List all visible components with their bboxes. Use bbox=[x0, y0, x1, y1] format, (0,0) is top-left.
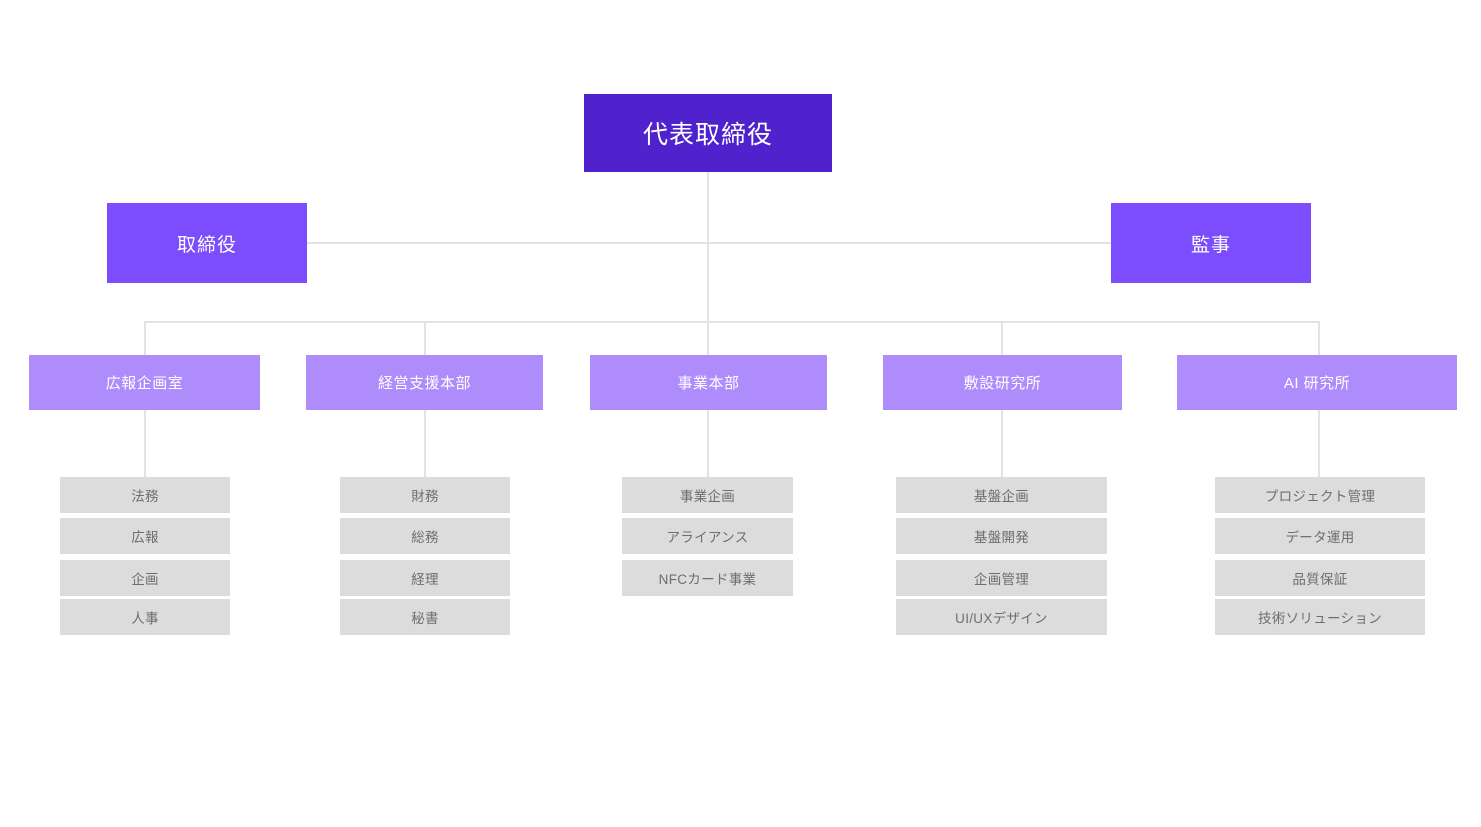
connector-dept-drop-1 bbox=[144, 321, 146, 355]
connector-sub-drop-3 bbox=[707, 409, 709, 478]
node-subunit-5-3[interactable]: 品質保証 bbox=[1215, 560, 1425, 596]
connector-dept-drop-5 bbox=[1318, 321, 1320, 355]
node-subunit-5-4[interactable]: 技術ソリューション bbox=[1215, 599, 1425, 635]
node-subunit-4-2[interactable]: 基盤開発 bbox=[896, 518, 1107, 554]
node-executive-auditor[interactable]: 監事 bbox=[1111, 203, 1311, 283]
node-subunit-4-1[interactable]: 基盤企画 bbox=[896, 477, 1107, 513]
node-subunit-2-3[interactable]: 経理 bbox=[340, 560, 510, 596]
connector-dept-drop-3 bbox=[707, 321, 709, 355]
connector-sub-drop-1 bbox=[144, 409, 146, 478]
node-department-4[interactable]: 敷設研究所 bbox=[883, 355, 1122, 410]
node-subunit-5-2[interactable]: データ運用 bbox=[1215, 518, 1425, 554]
connector-dept-bus bbox=[144, 321, 1320, 323]
connector-dept-drop-4 bbox=[1001, 321, 1003, 355]
connector-dept-drop-2 bbox=[424, 321, 426, 355]
connector-sub-drop-5 bbox=[1318, 409, 1320, 478]
node-subunit-3-2[interactable]: アライアンス bbox=[622, 518, 793, 554]
node-ceo[interactable]: 代表取締役 bbox=[584, 94, 832, 172]
node-department-2[interactable]: 経営支援本部 bbox=[306, 355, 543, 410]
node-subunit-3-1[interactable]: 事業企画 bbox=[622, 477, 793, 513]
connector-root-vertical bbox=[707, 172, 709, 322]
node-department-1[interactable]: 広報企画室 bbox=[29, 355, 260, 410]
connector-exec-bus bbox=[307, 242, 1111, 244]
node-subunit-4-3[interactable]: 企画管理 bbox=[896, 560, 1107, 596]
node-subunit-4-4[interactable]: UI/UXデザイン bbox=[896, 599, 1107, 635]
node-subunit-5-1[interactable]: プロジェクト管理 bbox=[1215, 477, 1425, 513]
node-subunit-1-4[interactable]: 人事 bbox=[60, 599, 230, 635]
node-executive-director[interactable]: 取締役 bbox=[107, 203, 307, 283]
node-subunit-1-3[interactable]: 企画 bbox=[60, 560, 230, 596]
node-subunit-1-1[interactable]: 法務 bbox=[60, 477, 230, 513]
node-subunit-2-4[interactable]: 秘書 bbox=[340, 599, 510, 635]
node-subunit-2-1[interactable]: 財務 bbox=[340, 477, 510, 513]
node-department-5[interactable]: AI 研究所 bbox=[1177, 355, 1457, 410]
node-department-3[interactable]: 事業本部 bbox=[590, 355, 827, 410]
node-subunit-2-2[interactable]: 総務 bbox=[340, 518, 510, 554]
connector-sub-drop-4 bbox=[1001, 409, 1003, 478]
node-subunit-1-2[interactable]: 広報 bbox=[60, 518, 230, 554]
node-subunit-3-3[interactable]: NFCカード事業 bbox=[622, 560, 793, 596]
connector-sub-drop-2 bbox=[424, 409, 426, 478]
